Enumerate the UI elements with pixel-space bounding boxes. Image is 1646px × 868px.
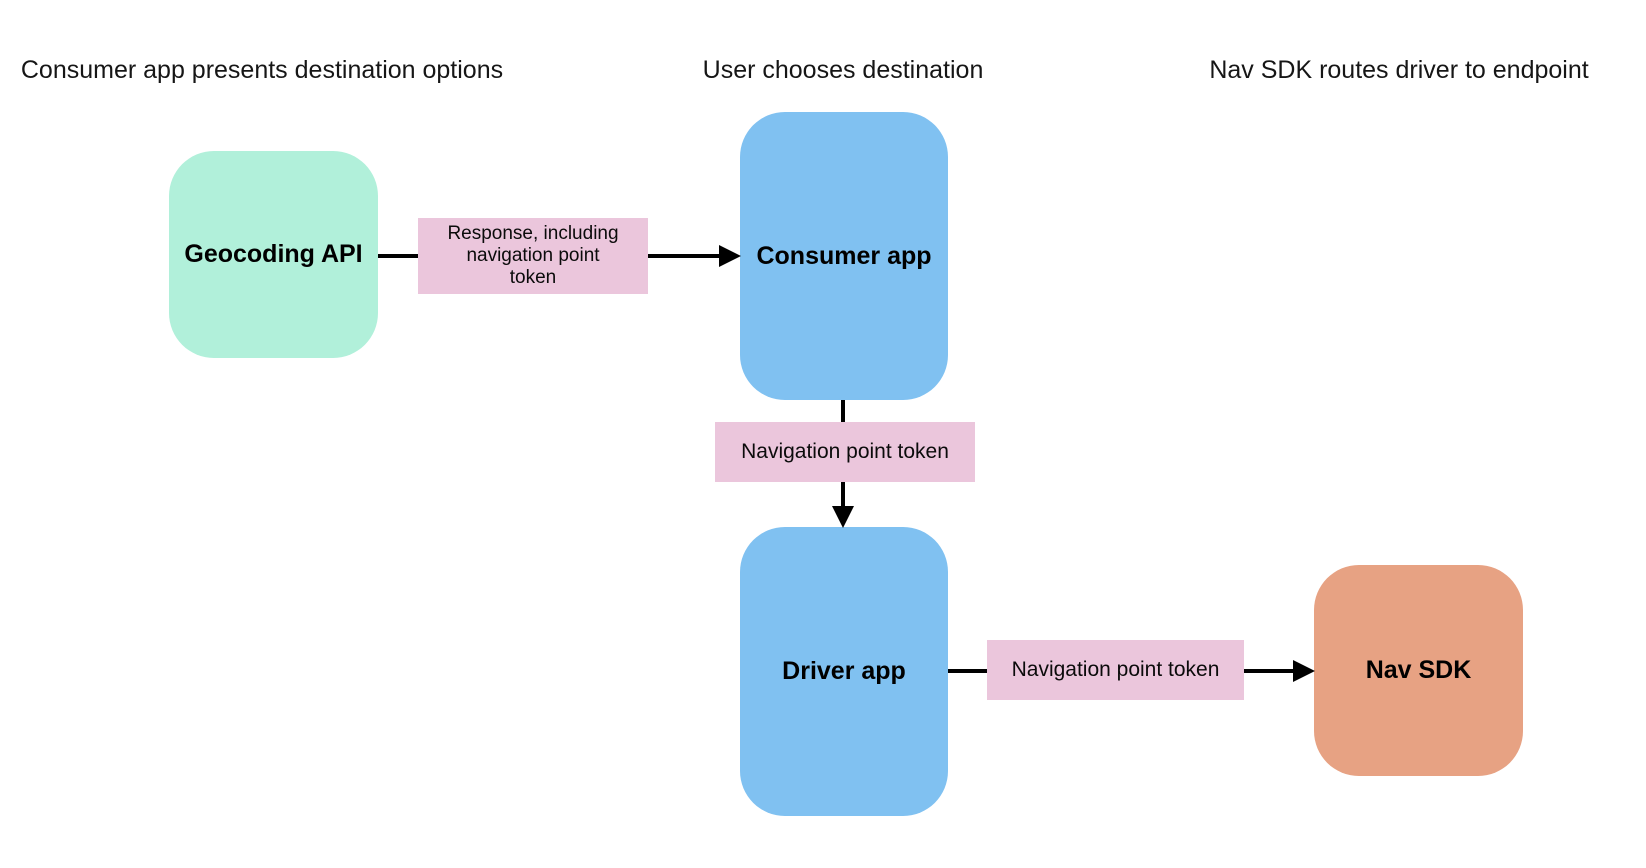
arrow-geocoding-to-label-segment <box>378 254 418 258</box>
stage-header-user-chooses: User chooses destination <box>702 56 984 84</box>
edge-label-response-including-token: Response, including navigation point tok… <box>418 218 648 294</box>
arrow-label-to-consumer-segment <box>648 254 720 258</box>
stage-header-consumer-presents: Consumer app presents destination option… <box>20 56 504 84</box>
arrowhead-right-icon <box>719 245 741 267</box>
node-driver-app-label: Driver app <box>782 657 906 685</box>
node-driver-app: Driver app <box>740 527 948 816</box>
node-nav-sdk-label: Nav SDK <box>1365 656 1472 684</box>
node-geocoding-api: Geocoding API <box>169 151 378 358</box>
edge-label-navigation-point-token-1: Navigation point token <box>715 422 975 482</box>
arrow-label-to-navsdk-segment <box>1244 669 1294 673</box>
node-geocoding-api-label: Geocoding API <box>184 240 363 268</box>
arrow-label-to-driver-segment <box>841 482 845 507</box>
edge-label-navigation-point-token-2: Navigation point token <box>987 640 1244 700</box>
arrowhead-right-icon <box>1293 660 1315 682</box>
arrowhead-down-icon <box>832 506 854 528</box>
arrow-consumer-to-label-segment <box>841 400 845 422</box>
node-consumer-app: Consumer app <box>740 112 948 400</box>
stage-header-navsdk-routes: Nav SDK routes driver to endpoint <box>1209 56 1589 84</box>
node-consumer-app-label: Consumer app <box>756 241 932 270</box>
arrow-driver-to-label-segment <box>948 669 987 673</box>
node-nav-sdk: Nav SDK <box>1314 565 1523 776</box>
